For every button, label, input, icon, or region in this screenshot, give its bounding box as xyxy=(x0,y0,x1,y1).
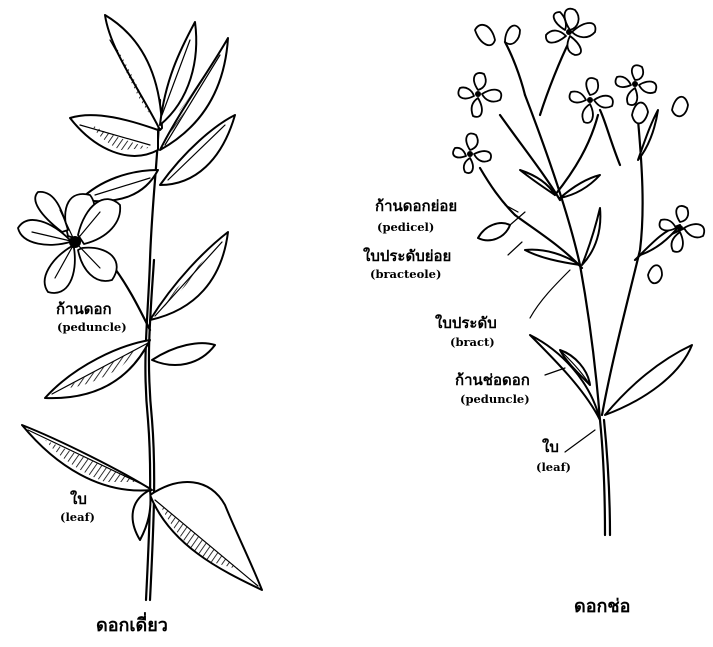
left-leaf-mid-right-2 xyxy=(152,343,215,365)
bracteole-label-en: (bracteole) xyxy=(370,268,441,280)
right-leaf-label-th: ใบ xyxy=(542,440,559,455)
right-leaf-low-left xyxy=(530,335,600,420)
left-peduncle-label-en: (peduncle) xyxy=(57,321,127,333)
inflorescence-peduncle-label-th: ก้านช่อดอก xyxy=(455,373,530,388)
solitary-flower-caption: ดอกเดี่ยว xyxy=(96,617,168,635)
right-leaf-label-en: (leaf) xyxy=(536,461,571,473)
inflorescence-flower-5 xyxy=(615,65,656,105)
left-leaf-label-th: ใบ xyxy=(70,492,87,507)
left-peduncle-label-th: ก้านดอก xyxy=(56,302,112,317)
bract-label-th: ใบประดับ xyxy=(435,316,497,331)
inflorescence-flower-2 xyxy=(458,73,501,117)
right-branch xyxy=(602,120,643,415)
inflorescence-caption: ดอกช่อ xyxy=(574,598,630,616)
solitary-flower-plant xyxy=(18,15,262,600)
bract-label-en: (bract) xyxy=(450,336,495,348)
inflorescence-flower-4 xyxy=(569,78,612,123)
inflorescence-flower-3 xyxy=(453,133,491,173)
left-leaf-low-right xyxy=(150,482,262,590)
inflorescence-plant xyxy=(453,9,704,535)
left-leaf-top-4 xyxy=(70,115,158,156)
inflorescence-peduncle-label-en: (peduncle) xyxy=(460,393,530,405)
pedicel-label-en: (pedicel) xyxy=(377,221,434,233)
left-leaf-top-1 xyxy=(105,15,162,130)
bracteole-label-th: ใบประดับย่อย xyxy=(363,249,451,264)
right-bract xyxy=(582,208,600,265)
inflorescence-flower-1 xyxy=(546,9,596,55)
inflorescence-flower-6 xyxy=(659,206,704,252)
left-leaf-label-en: (leaf) xyxy=(60,511,95,523)
right-pedicel-bud xyxy=(478,223,510,240)
right-leaf-low-right xyxy=(605,345,692,415)
solitary-flower xyxy=(18,192,120,293)
pedicel-label-th: ก้านดอกย่อย xyxy=(375,199,457,214)
